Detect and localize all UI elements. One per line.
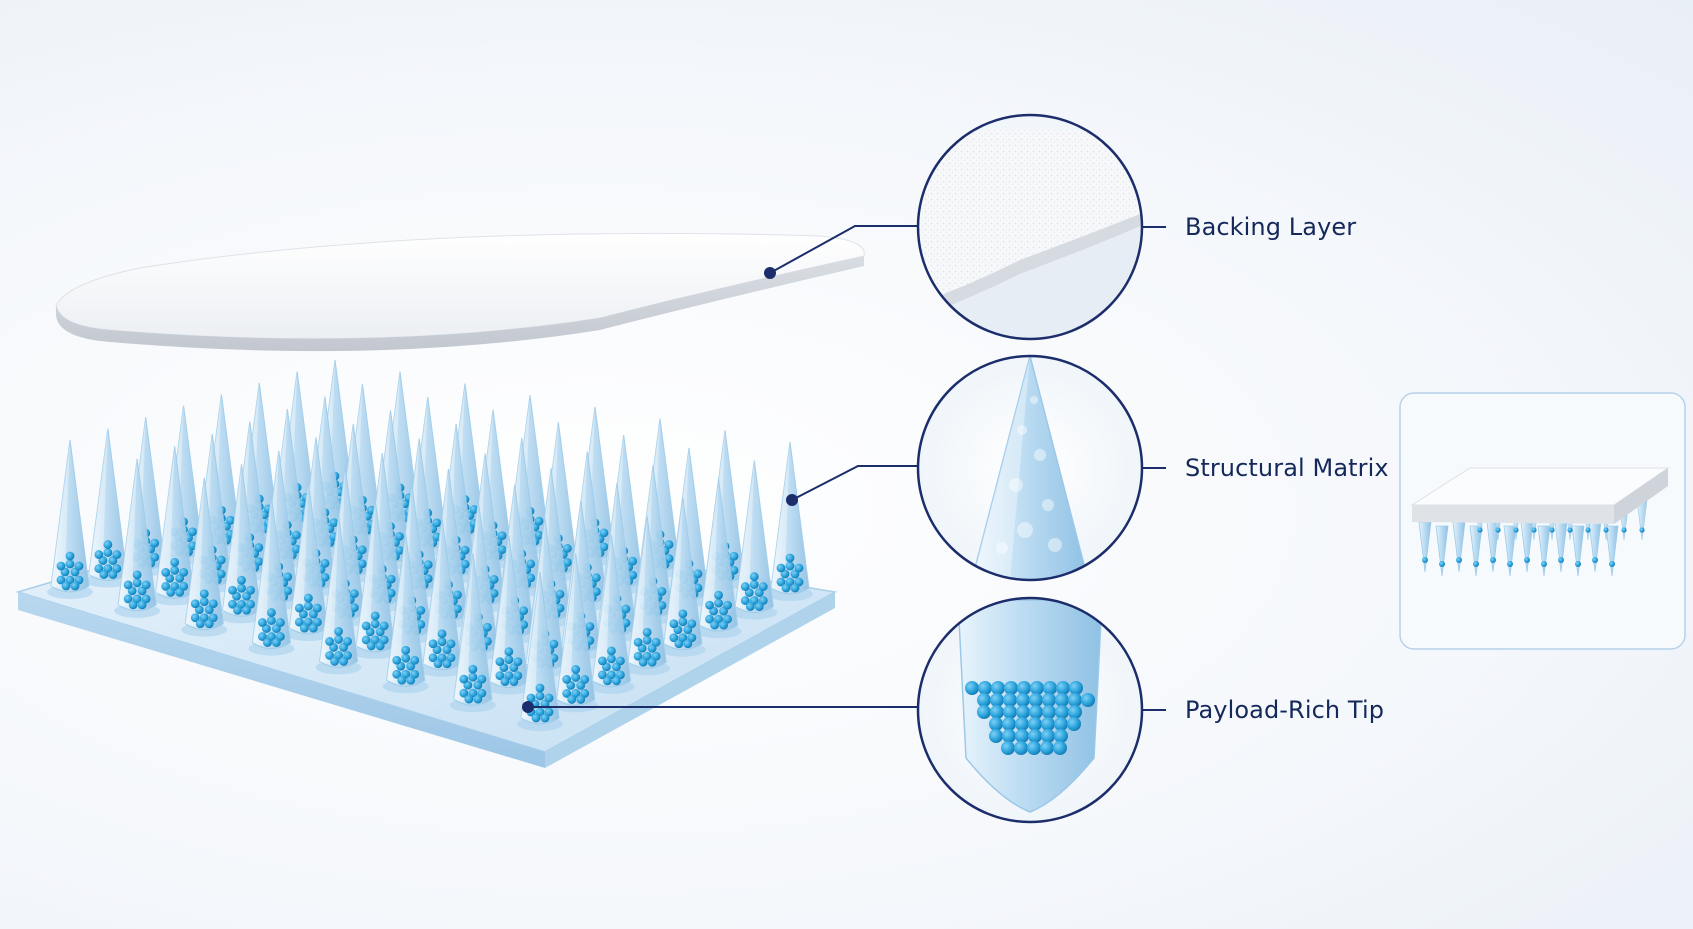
microneedle xyxy=(218,464,265,624)
zoom-circle-matrix xyxy=(916,354,1144,582)
zoom-circle-tip xyxy=(916,596,1144,824)
callout-dot-tip xyxy=(522,701,534,713)
label-payload-rich-tip: Payload-Rich Tip xyxy=(1185,696,1385,724)
microneedle xyxy=(114,458,161,618)
microneedle xyxy=(624,516,671,676)
needle-array xyxy=(47,359,813,731)
microneedle xyxy=(695,479,742,639)
callout-dot-matrix xyxy=(786,494,798,506)
label-structural-matrix: Structural Matrix xyxy=(1185,454,1389,482)
microneedle xyxy=(84,428,131,588)
microneedle xyxy=(382,534,429,694)
microneedle xyxy=(419,517,466,677)
leader-line-matrix xyxy=(791,465,918,501)
microneedle xyxy=(352,499,399,659)
callout-dot-backing xyxy=(764,267,776,279)
microneedle xyxy=(181,477,228,637)
backing-layer-sheet xyxy=(55,232,865,352)
microneedle xyxy=(767,441,813,601)
assembled-patch-inset xyxy=(1399,392,1686,650)
zoom-circle-backing xyxy=(916,113,1144,341)
microneedle xyxy=(517,571,563,731)
microneedle xyxy=(47,439,93,599)
microneedle xyxy=(315,515,362,675)
microneedle xyxy=(449,553,496,713)
microneedle xyxy=(485,535,532,695)
leader-line-backing xyxy=(769,225,918,274)
leader-lines xyxy=(528,225,1166,711)
microneedle xyxy=(285,482,332,642)
microneedle xyxy=(552,553,599,713)
microneedle xyxy=(248,496,295,656)
microneedle xyxy=(659,497,706,657)
label-backing-layer: Backing Layer xyxy=(1185,213,1357,241)
microneedle xyxy=(731,460,778,620)
